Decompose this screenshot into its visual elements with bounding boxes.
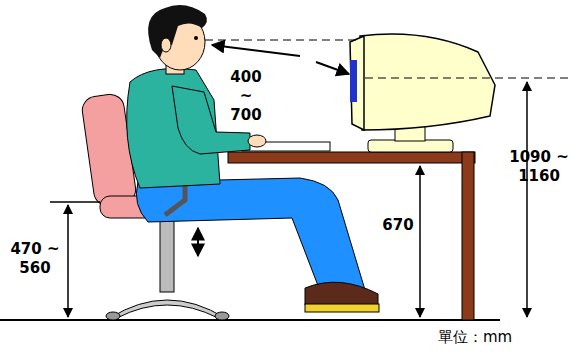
seat-height-arrow: [67, 205, 69, 317]
shoe-sole: [305, 304, 379, 312]
distance-dimension: 400 ~ 700: [222, 68, 270, 125]
distance-arrow: [212, 45, 300, 56]
sight-line: [205, 40, 360, 41]
hair: [148, 5, 207, 58]
eye: [194, 36, 198, 40]
chair-wheel: [215, 312, 229, 320]
desk-top: [228, 152, 475, 163]
screen-height-line: [365, 78, 570, 79]
ear: [161, 38, 171, 52]
seat-height-line: [50, 201, 100, 203]
monitor-body: [360, 34, 495, 130]
desk-leg: [462, 152, 474, 320]
monitor-screen: [350, 60, 357, 102]
hand: [248, 135, 266, 147]
monitor-base: [368, 140, 453, 152]
chair-column: [160, 217, 174, 292]
desk-height-dimension: 670: [380, 216, 416, 235]
screen-height-dimension: 1090 ~ 1160: [500, 148, 578, 186]
monitor-bezel: [350, 36, 364, 130]
seat-height-dimension: 470 ~ 560: [10, 240, 60, 278]
chair-base: [110, 300, 225, 318]
desk-height-arrow: [419, 166, 421, 317]
unit-note: 單位：mm: [400, 328, 550, 347]
adjust-arrow: [197, 228, 199, 256]
distance-arrow: [316, 62, 349, 74]
shoe: [305, 282, 378, 305]
screen-height-arrow: [526, 82, 528, 317]
chair-wheel: [106, 312, 120, 320]
trousers: [136, 178, 365, 296]
floor-line: [0, 319, 500, 321]
